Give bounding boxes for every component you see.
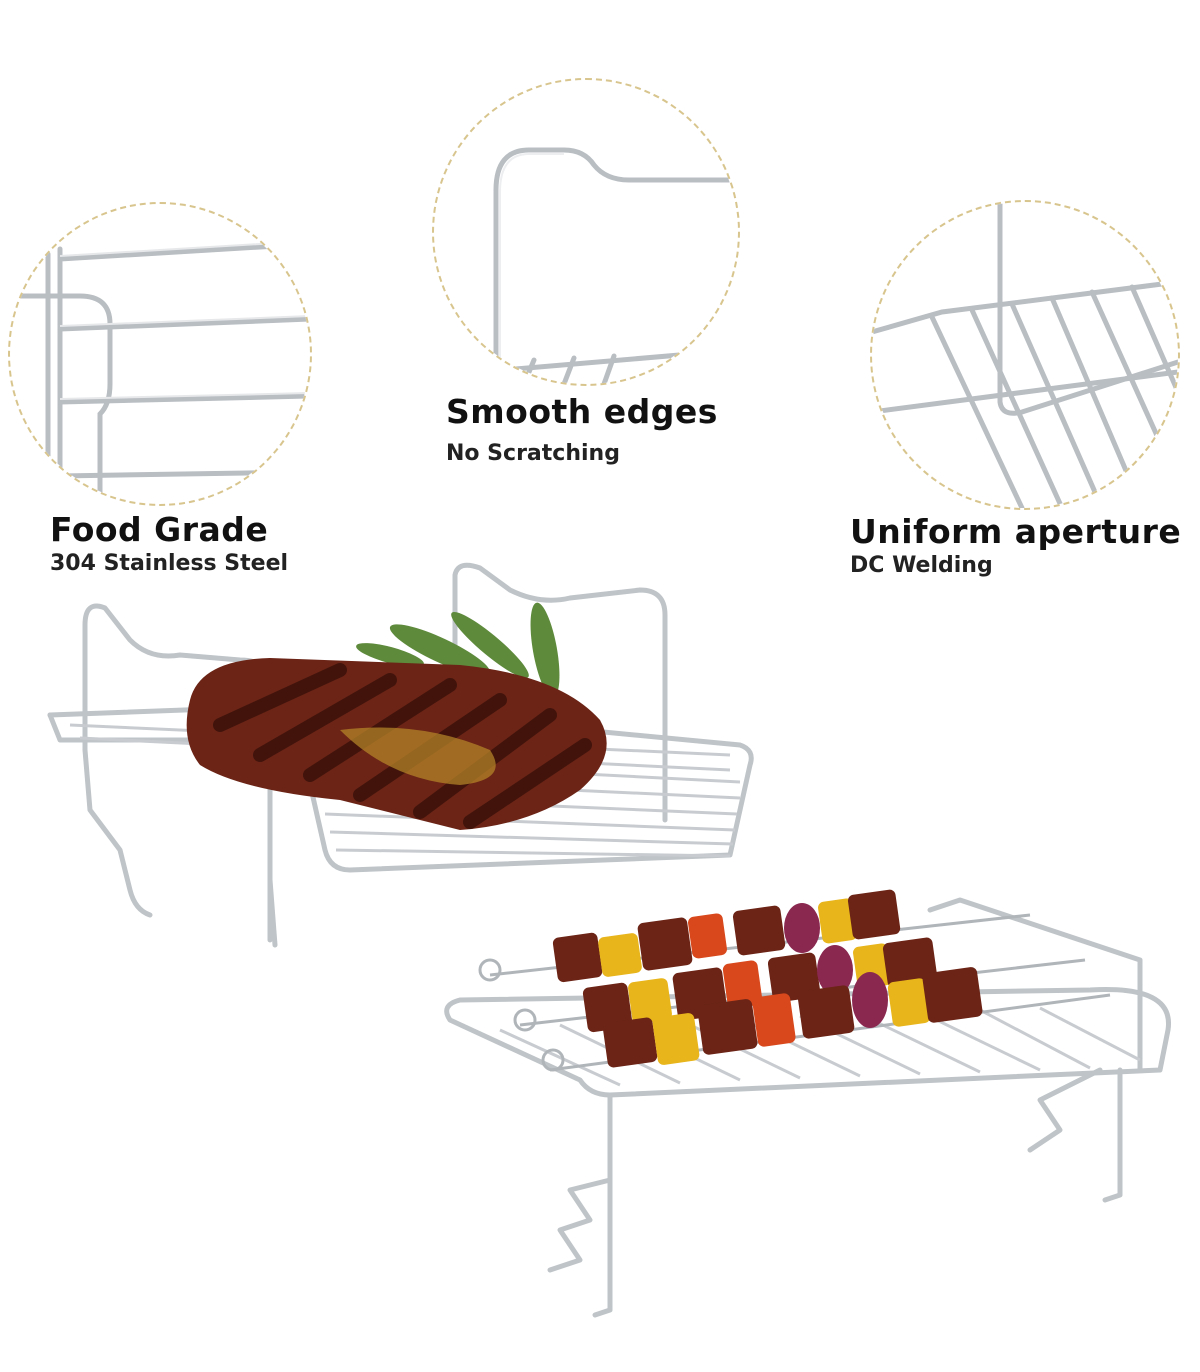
rack-closeup-grid-icon — [872, 202, 1178, 508]
feature-subtitle: No Scratching — [446, 441, 620, 466]
feature-subtitle: 304 Stainless Steel — [50, 551, 289, 576]
steak-rack-illustration — [40, 550, 770, 960]
feature-title: Uniform aperture — [850, 512, 1182, 551]
rack-closeup-left-icon — [17, 240, 310, 504]
feature-subtitle: DC Welding — [850, 553, 993, 578]
skewer-rack-icon — [444, 889, 1172, 1318]
feature-food-grade: Food Grade 304 Stainless Steel — [50, 510, 288, 576]
closeup-circle-food-grade — [8, 202, 312, 506]
feature-title: Food Grade — [50, 510, 269, 549]
closeup-circle-uniform-aperture — [870, 200, 1180, 510]
skewer-rack-illustration — [440, 880, 1180, 1320]
feature-title: Smooth edges — [446, 392, 718, 431]
steak-rack-icon — [47, 562, 754, 948]
rack-closeup-handle-icon — [493, 147, 738, 384]
feature-uniform-aperture: Uniform aperture DC Welding — [850, 512, 1181, 578]
closeup-circle-smooth-edges — [432, 78, 740, 386]
feature-smooth-edges: Smooth edges No Scratching — [446, 392, 718, 466]
